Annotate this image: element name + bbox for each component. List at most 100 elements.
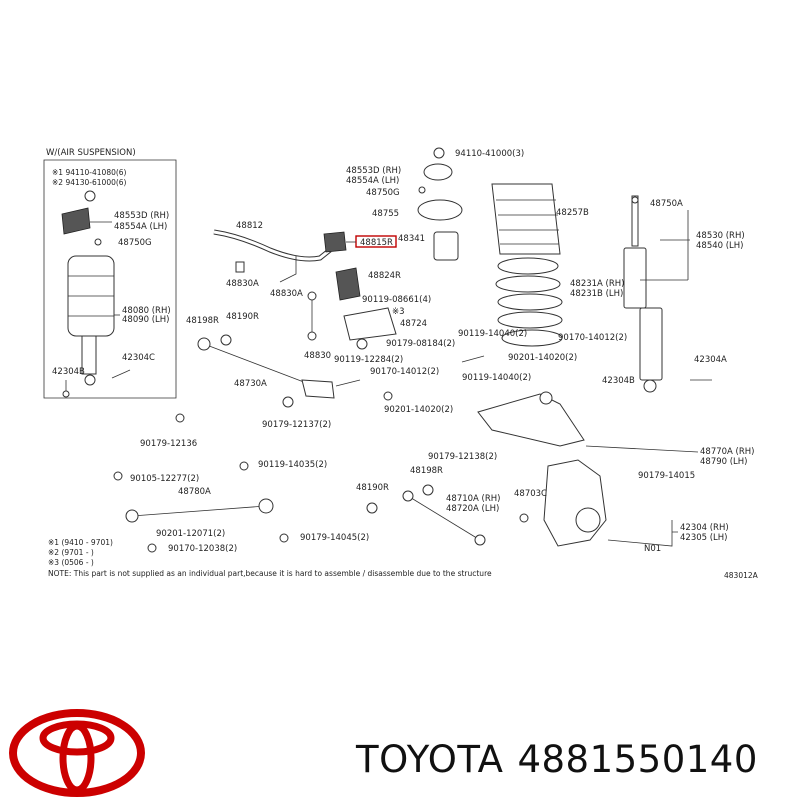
part-label: 48540 (LH) xyxy=(696,241,744,251)
part-label: 48830A xyxy=(270,289,303,299)
part-label: 48750G xyxy=(366,188,400,198)
part-label: 48830A xyxy=(226,279,259,289)
part-label: 48257B xyxy=(556,208,589,218)
toyota-logo-icon xyxy=(9,709,145,797)
shock-body-icon xyxy=(623,247,647,309)
air-suspension-inset: W/(AIR SUSPENSION) ※1 94110-41080(6) ※2 … xyxy=(43,148,177,399)
piston-rod-icon xyxy=(631,195,639,247)
stabilizer-bar: 48812 48815R xyxy=(213,221,397,283)
part-label: 48198R xyxy=(186,316,219,326)
legend-row: ※1 (9410 - 9701) xyxy=(48,538,113,547)
knuckle-icon xyxy=(543,459,607,547)
part-label: 48553D (RH) xyxy=(346,166,401,176)
inset-note1: ※1 94110-41080(6) xyxy=(52,168,127,177)
part-label: 90179-12138(2) xyxy=(428,452,497,462)
part-label: 90119-14040(2) xyxy=(462,373,531,383)
shock-absorber: 48750A 48530 (RH) 48540 (LH) 42304A 4230… xyxy=(602,195,745,393)
inset-label: 42304C xyxy=(122,353,155,363)
legend-row: ※2 (9701 - ) xyxy=(48,548,94,557)
nut-icon xyxy=(433,147,445,159)
part-label: 48824R xyxy=(368,271,401,281)
bracket-icon xyxy=(343,307,397,341)
part-label: 48750A xyxy=(650,199,683,209)
part-label: 90201-12071(2) xyxy=(156,529,225,539)
part-label: 48231A (RH) xyxy=(570,279,625,289)
upper-mount-icon xyxy=(417,199,463,221)
part-label: 48780A xyxy=(178,487,211,497)
part-label: 90201-14020(2) xyxy=(508,353,577,363)
inset-label: 48553D (RH) xyxy=(114,211,169,221)
part-label: 90170-14012(2) xyxy=(370,367,439,377)
part-label: 48231B (LH) xyxy=(570,289,623,299)
part-label: 48830 xyxy=(304,351,331,361)
part-label: 48190R xyxy=(356,483,389,493)
part-number: 4881550140 xyxy=(517,738,758,781)
stabilizer-link: 48830A 48830A 48824R 90119-08661(4) ※3 4… xyxy=(226,261,455,361)
nut-icon xyxy=(94,238,102,246)
part-label: 48341 xyxy=(398,234,425,244)
inset-label: 48090 (LH) xyxy=(122,315,170,325)
part-label: 48790 (LH) xyxy=(700,457,748,467)
part-label: 48770A (RH) xyxy=(700,447,755,457)
highlighted-part: 48815R xyxy=(360,238,393,248)
part-label: 90179-14015 xyxy=(638,471,695,481)
part-label: 90119-12284(2) xyxy=(334,355,403,365)
inset-label: 48750G xyxy=(118,238,152,248)
part-label: 90119-08661(4) xyxy=(362,295,431,305)
strut-mount: 94110-41000(3) 48553D (RH) 48554A (LH) 4… xyxy=(346,147,524,261)
part-label: 90179-12136 xyxy=(140,439,197,449)
legend: ※1 (9410 - 9701) ※2 (9701 - ) ※3 (0506 -… xyxy=(48,538,759,580)
inset-label: 48554A (LH) xyxy=(114,222,167,232)
bushing-icon xyxy=(323,231,347,253)
part-label: 42304A xyxy=(694,355,727,365)
shock-body-icon xyxy=(81,335,97,375)
diagram-ref: 483012A xyxy=(724,571,759,580)
inset-note2: ※2 94130-61000(6) xyxy=(52,178,127,187)
lower-links: 48198R 90105-12277(2) 90119-14035(2) 487… xyxy=(113,460,529,554)
part-label: 48710A (RH) xyxy=(446,494,501,504)
footnote: NOTE: This part is not supplied as an in… xyxy=(48,569,492,578)
part-label: 90201-14020(2) xyxy=(384,405,453,415)
part-label: 48554A (LH) xyxy=(346,176,399,186)
legend-row: ※3 (0506 - ) xyxy=(48,558,94,567)
part-label: 48530 (RH) xyxy=(696,231,745,241)
part-label: 90105-12277(2) xyxy=(130,474,199,484)
part-label: 90170-14012(2) xyxy=(558,333,627,343)
part-label: 90119-14035(2) xyxy=(258,460,327,470)
part-label: 42304 (RH) xyxy=(680,523,729,533)
nut-icon xyxy=(84,190,96,202)
brand-footer: TOYOTA 4881550140 xyxy=(356,738,772,786)
inset-label: 48080 (RH) xyxy=(122,306,171,316)
part-label: 94110-41000(3) xyxy=(455,149,524,159)
part-label: 48703C xyxy=(514,489,547,499)
part-label: 90179-08184(2) xyxy=(386,339,455,349)
bolts-center: 90119-12284(2) 90170-14012(2) 90119-1404… xyxy=(334,329,627,415)
part-label: 42305 (LH) xyxy=(680,533,728,543)
part-label: 48812 xyxy=(236,221,263,231)
part-label: 90170-12038(2) xyxy=(168,544,237,554)
part-label: 90119-14040(2) xyxy=(458,329,527,339)
mount-icon xyxy=(61,207,91,235)
inset-title: W/(AIR SUSPENSION) xyxy=(46,148,136,158)
upper-arm-icon xyxy=(477,393,585,447)
brand-name: TOYOTA xyxy=(356,738,504,781)
part-label: 48755 xyxy=(372,209,399,219)
part-label: 48724 xyxy=(400,319,427,329)
part-label: 48730A xyxy=(234,379,267,389)
part-label: 42304B xyxy=(602,376,635,386)
bump-stop-icon xyxy=(433,231,459,261)
part-label: 48198R xyxy=(410,466,443,476)
dust-boot-icon xyxy=(491,183,561,255)
spring-assembly: 48257B 48231A (RH) 48231B (LH) xyxy=(491,183,625,347)
part-label: N01 xyxy=(644,544,661,554)
inset-label: 42304B xyxy=(52,367,85,377)
highlight-box xyxy=(355,235,397,248)
part-label: ※3 xyxy=(392,307,405,317)
part-label: 48190R xyxy=(226,312,259,322)
coil-spring-icon xyxy=(495,257,563,347)
lateral-arm: 48198R 48190R 48730A 90179-12137(2) 9017… xyxy=(140,312,335,449)
part-label: 90179-12137(2) xyxy=(262,420,331,430)
part-label: 48720A (LH) xyxy=(446,504,499,514)
part-label: 90179-14045(2) xyxy=(300,533,369,543)
